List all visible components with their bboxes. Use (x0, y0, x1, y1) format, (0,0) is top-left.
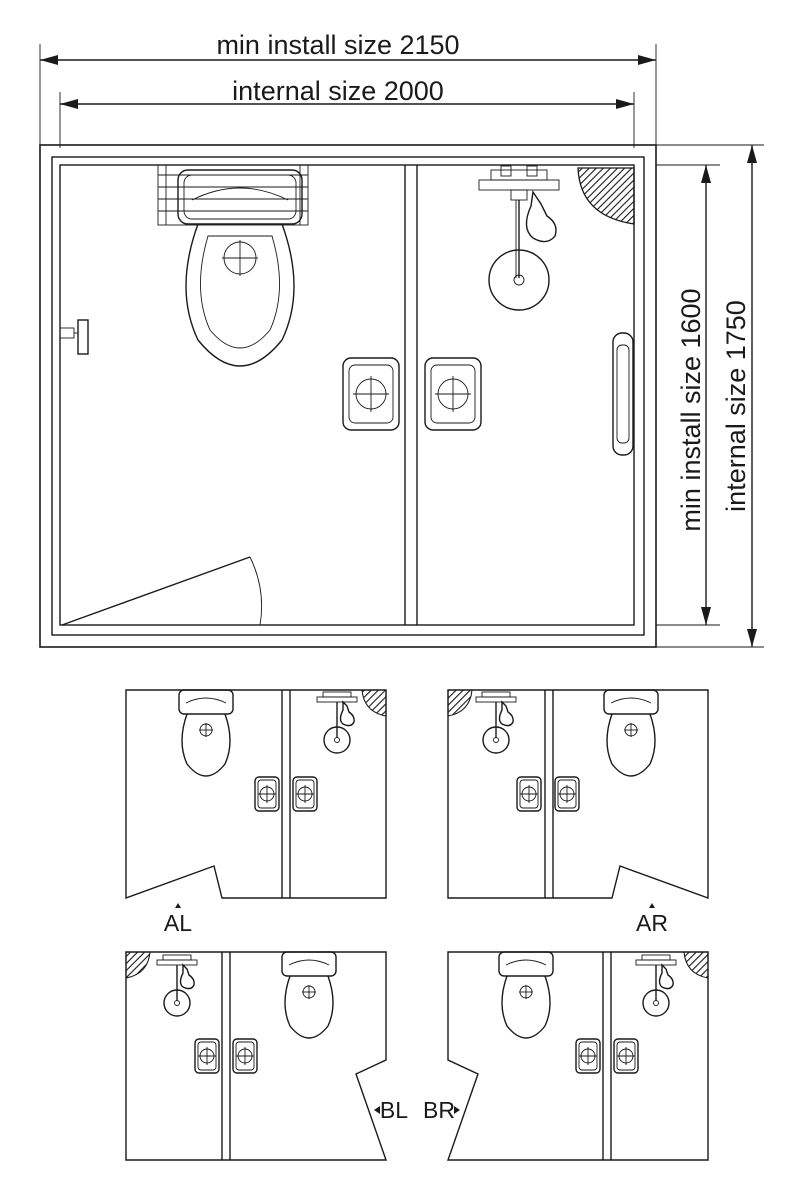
paper-holder-icon (59, 319, 89, 355)
dimension-depth-inner: min install size 1600 (656, 164, 720, 626)
wall-inner-line (59, 164, 635, 626)
grab-bar (612, 332, 634, 456)
variant-bl: BL (125, 951, 408, 1161)
variant-label-ar: AR (636, 910, 668, 936)
label-width-outer: min install size 2150 (216, 30, 459, 60)
dimension-width-outer: min install size 2150 (39, 30, 657, 148)
outer-frame (39, 144, 657, 648)
label-width-inner: internal size 2000 (232, 76, 444, 106)
label-depth-outer: internal size 1750 (721, 300, 751, 512)
variant-label-bl: BL (380, 1097, 408, 1123)
partition-plate-left (342, 357, 400, 431)
main-plan: min install size 2150 internal size 2000 (39, 30, 764, 648)
dimension-width-inner: internal size 2000 (59, 76, 635, 148)
shower-mixer (478, 165, 560, 311)
wall-outer-line (51, 156, 645, 636)
dimension-depth-outer: internal size 1750 (656, 144, 764, 648)
variant-ar: AR (447, 689, 709, 936)
variant-label-br: BR (423, 1097, 455, 1123)
variant-label-al: AL (164, 910, 192, 936)
variant-al: AL (125, 689, 387, 936)
variant-br: BR (423, 951, 709, 1161)
partition-plate-right (424, 357, 482, 431)
entry-door (61, 556, 263, 626)
label-depth-inner: min install size 1600 (676, 288, 706, 531)
corner-shelf (577, 167, 635, 225)
